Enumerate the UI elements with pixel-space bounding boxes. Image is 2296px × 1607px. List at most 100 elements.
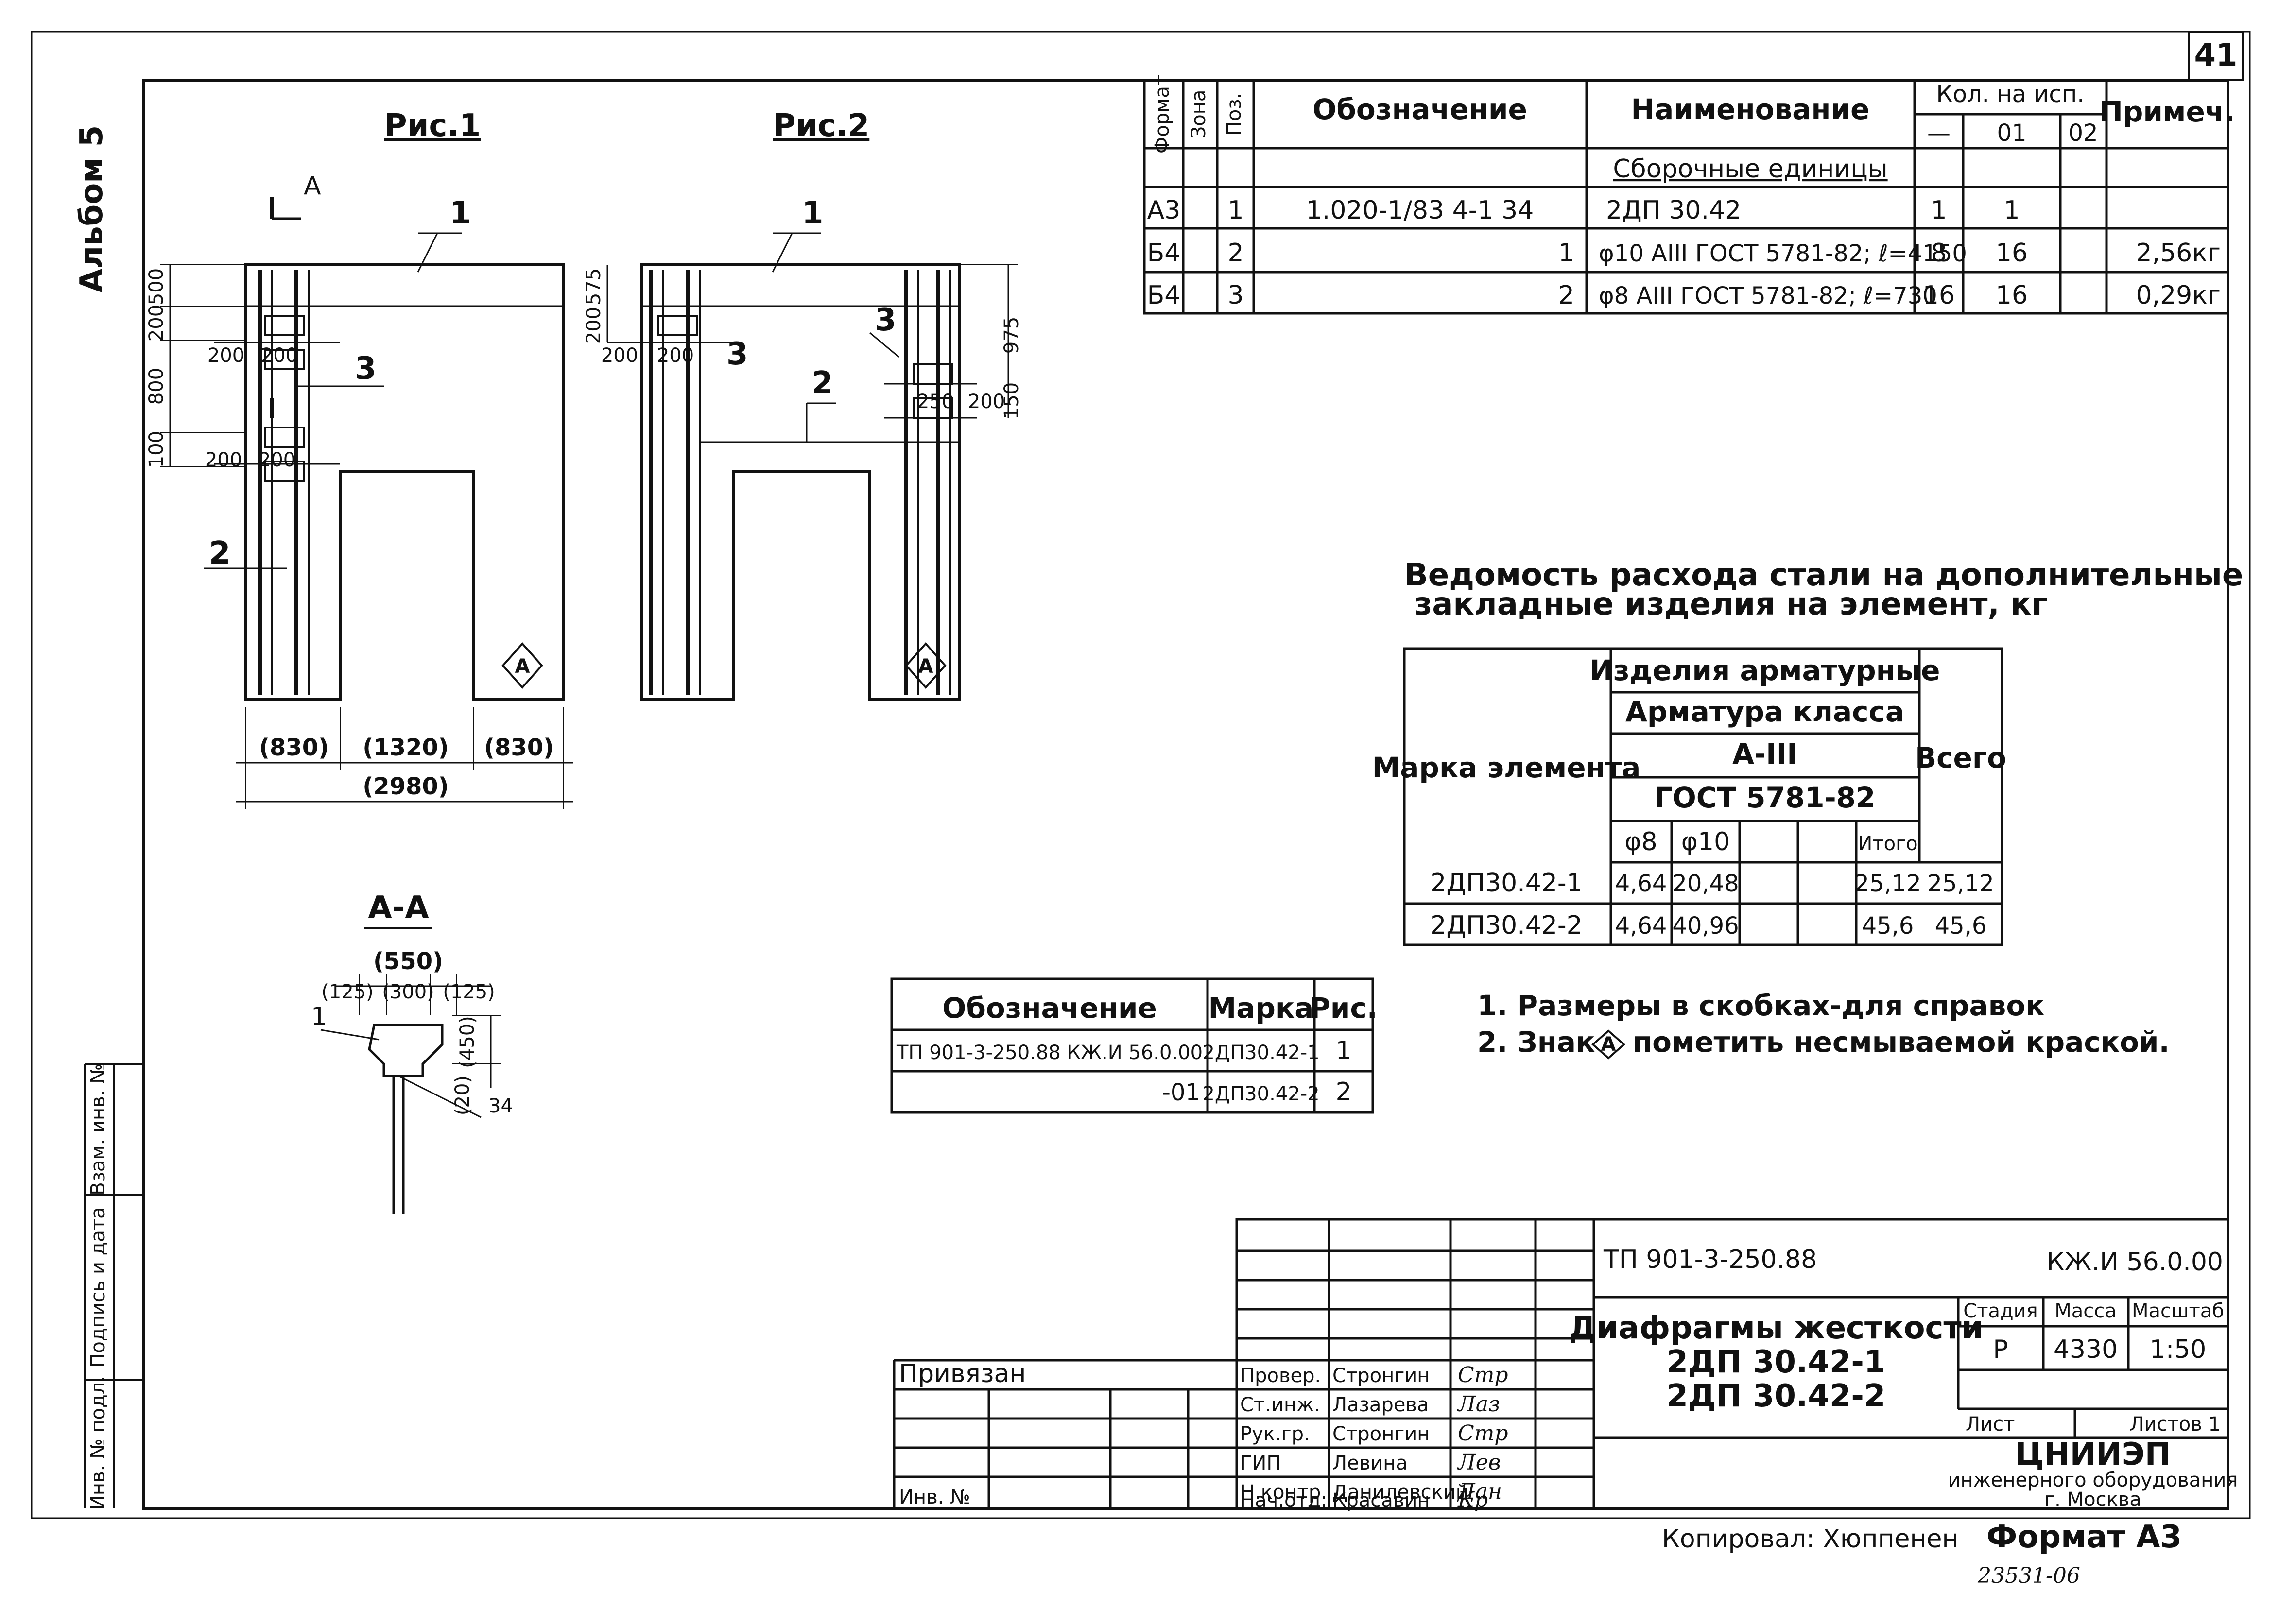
spec-r1-name: 2ДП 30.42 (1606, 196, 1741, 225)
designation-table (890, 977, 1374, 1114)
tb-name-1: Стронгин (1332, 1365, 1430, 1387)
steel-r1-total: 25,12 (1927, 870, 1994, 897)
section-dim-34: 34 (488, 1095, 513, 1117)
outer-frame (31, 31, 2251, 1519)
steel-col-products: Изделия арматурные (1590, 654, 1940, 687)
steel-col-gost: ГОСТ 5781-82 (1655, 781, 1876, 814)
fig2-dim-150: 150 (1001, 382, 1023, 419)
spec-col-designation: Обозначение (1312, 93, 1527, 126)
spec-r2-q1: 16 (1996, 239, 2028, 268)
steel-r2-mark: 2ДП30.42-2 (1430, 911, 1583, 940)
section-leader-1: 1 (311, 1002, 327, 1031)
tb-mass: 4330 (2054, 1335, 2118, 1364)
footer-copied: Копировал: Хюппенен (1662, 1524, 1959, 1554)
album-label: Альбом 5 (74, 125, 110, 293)
tb-role-2: Ст.инж. (1240, 1394, 1320, 1416)
tb-sign-2: Лаз (1457, 1392, 1500, 1417)
tb-doc-code: КЖ.И 56.0.00 (2047, 1248, 2223, 1277)
note-1: 1. Размеры в скобках-для справок (1477, 989, 2045, 1022)
steel-r1-mark: 2ДП30.42-1 (1430, 869, 1583, 898)
steel-r1-subtotal: 25,12 (1854, 870, 1921, 897)
fig1-leader-3: 3 (355, 351, 377, 387)
steel-col-total: Всего (1915, 741, 2006, 774)
desig-col-mark: Марка (1208, 992, 1314, 1025)
tb-name-4: Левина (1332, 1452, 1408, 1474)
tb-name-2: Лазарева (1332, 1394, 1429, 1416)
tb-role-4: ГИП (1240, 1452, 1281, 1474)
fig1-dim-space-2: 200 (261, 344, 298, 367)
spec-r1-format: А3 (1147, 196, 1181, 225)
note-2-tail: пометить несмываемой краской. (1633, 1026, 2170, 1059)
fig1-dim-800: 800 (145, 368, 168, 405)
tb-inv-label: Инв. № (899, 1486, 970, 1508)
fig1-dim-overall: (2980) (363, 773, 449, 800)
spec-r3-note: 0,29кг (2136, 281, 2221, 310)
spec-table (1143, 79, 2229, 315)
note-2: 2. Знак (1477, 1026, 1595, 1059)
desig-r2-mark: 2ДП30.42-2 (1202, 1083, 1319, 1105)
desig-r2-designation: -01 (1162, 1079, 1200, 1106)
fig2-dim-space-2: 200 (657, 344, 694, 367)
fig1-leader-2: 2 (209, 535, 231, 571)
section-dim-550: (550) (373, 948, 443, 975)
tb-role-1: Провер. (1240, 1365, 1321, 1387)
spec-r1-q1: 1 (2003, 196, 2020, 225)
desig-col-designation: Обозначение (942, 992, 1157, 1025)
steel-sub-d10: φ10 (1681, 827, 1730, 856)
fig2-dim-975: 975 (1001, 317, 1023, 354)
spec-r2-q0: 8 (1931, 239, 1947, 268)
side-stamp (84, 1063, 143, 1508)
tb-role-6: Нач.отд. (1240, 1489, 1327, 1512)
spec-r3-designation: 2 (1558, 281, 1574, 310)
desig-r1-fig: 1 (1335, 1036, 1351, 1065)
fig2-leader-3a: 3 (726, 336, 748, 372)
tb-sheets-label: Листов 1 (2129, 1413, 2221, 1436)
spec-col-qty: Кол. на исп. (1936, 81, 2085, 108)
tb-mass-label: Масса (2054, 1300, 2117, 1322)
stamp-sign-label: Подпись и дата (87, 1207, 109, 1368)
spec-r2-format: Б4 (1147, 239, 1181, 268)
sheet-number: 41 (2194, 37, 2237, 73)
fig2-dim-250: 250 (917, 391, 954, 413)
section-dim-450: (450) (456, 1016, 479, 1068)
figure-2 (606, 232, 1018, 701)
steel-r2-d10: 40,96 (1672, 912, 1739, 940)
spec-r3-name: φ8 АIII ГОСТ 5781-82; ℓ=730 (1599, 282, 1937, 309)
stamp-inv-label: Инв. № подл. (87, 1376, 109, 1510)
footer-archive: 23531-06 (1977, 1563, 2080, 1588)
desig-r1-mark: 2ДП30.42-1 (1202, 1042, 1319, 1064)
section-title: А-А (368, 890, 429, 926)
tb-sign-6: Кр (1457, 1487, 1488, 1512)
spec-r2-designation: 1 (1558, 239, 1574, 268)
tb-role-5: Н.контр. (1240, 1481, 1327, 1504)
tb-title-1: Диафрагмы жесткости (1569, 1310, 1984, 1346)
tb-name-5: Данилевский (1332, 1481, 1468, 1504)
fig1-dim-830-left: (830) (259, 734, 329, 761)
tb-org-line3: г. Москва (2044, 1488, 2141, 1511)
spec-col-note: Примеч. (2099, 95, 2235, 128)
spec-qty-col-0: — (1927, 120, 1951, 147)
spec-r3-format: Б4 (1147, 281, 1181, 310)
steel-r1-d8: 4,64 (1615, 870, 1667, 897)
steel-title-line1: Ведомость расхода стали на дополнительны… (1404, 557, 2243, 593)
tb-title-2: 2ДП 30.42-1 (1667, 1344, 1886, 1380)
fig2-leader-2: 2 (811, 365, 833, 401)
steel-col-grade: А-III (1732, 737, 1797, 770)
fig2-dim-575: 575 (583, 268, 605, 305)
tb-scale: 1:50 (2150, 1335, 2207, 1364)
spec-r2-pos: 2 (1227, 239, 1243, 268)
fig1-title: Рис.1 (384, 108, 481, 144)
fig2-dim-200-right: 200 (968, 391, 1005, 413)
fig1-dim-space-1: 200 (207, 344, 244, 367)
steel-r1-d10: 20,48 (1672, 870, 1739, 897)
tb-sign-5: Дан (1457, 1479, 1502, 1504)
steel-r2-total: 45,6 (1935, 912, 1987, 940)
note-mark-icon (1591, 1029, 1626, 1060)
tb-stage-label: Стадия (1963, 1300, 2037, 1322)
section-dim-125-right: (125) (443, 981, 495, 1003)
tb-org-name: ЦНИИЭП (2015, 1436, 2171, 1472)
fig1-dim-space-4: 200 (259, 449, 295, 471)
tb-title-3: 2ДП 30.42-2 (1667, 1378, 1886, 1414)
